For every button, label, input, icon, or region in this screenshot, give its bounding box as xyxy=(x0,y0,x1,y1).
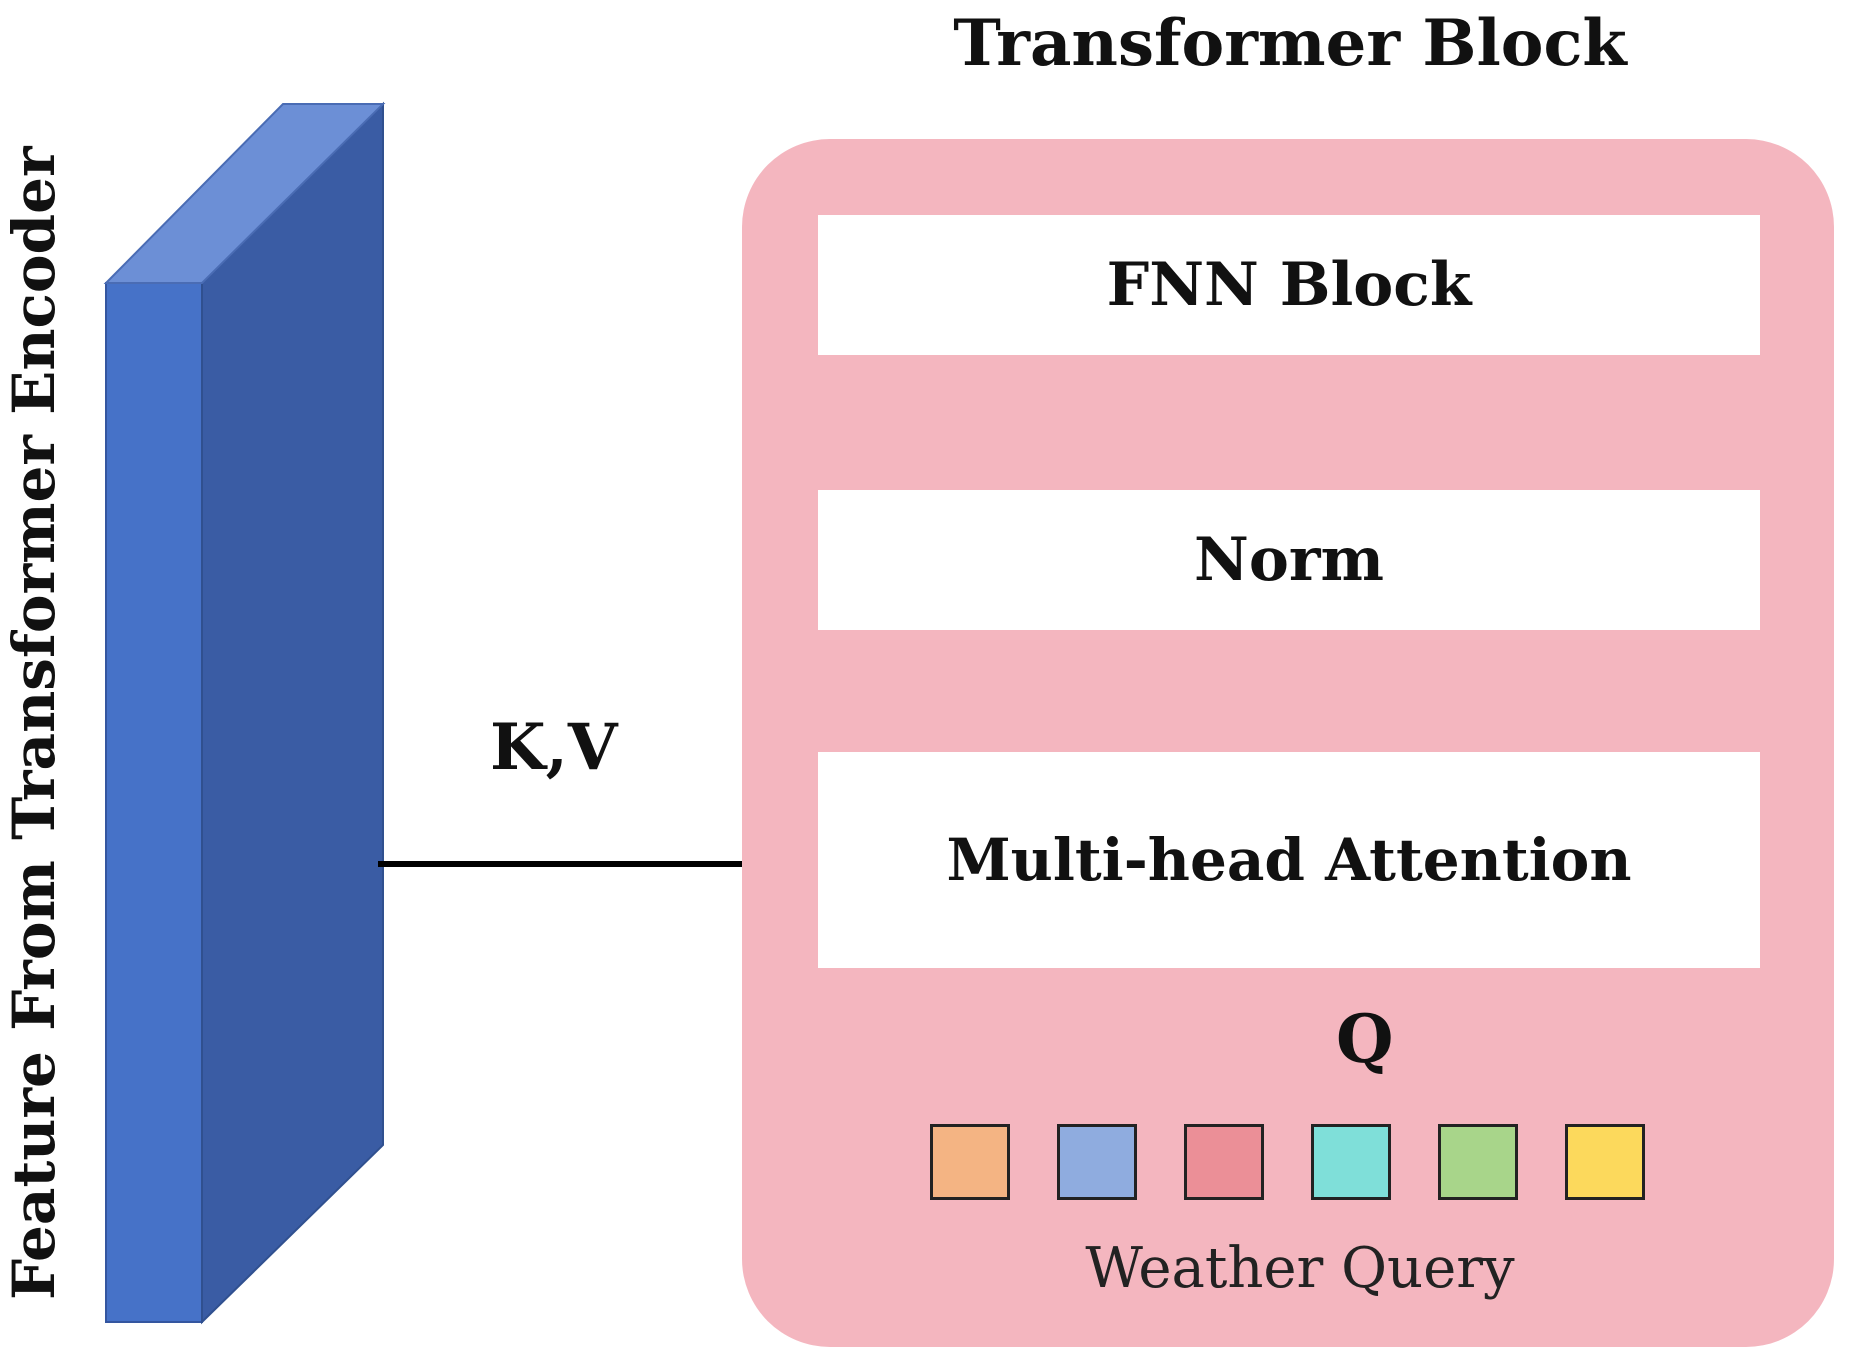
query-token-6 xyxy=(1565,1124,1645,1200)
encoder-feature-label: Feature From Transformer Encoder xyxy=(0,146,68,1300)
q-label: Q xyxy=(1336,1000,1394,1078)
query-token-4 xyxy=(1311,1124,1391,1200)
multi-head-attention-block: Multi-head Attention xyxy=(818,752,1760,968)
encoder-slab-side xyxy=(201,101,384,1325)
diagram-title: Transformer Block xyxy=(953,6,1627,81)
fnn-block: FNN Block xyxy=(818,215,1760,355)
query-token-1 xyxy=(930,1124,1010,1200)
encoder-slab-front xyxy=(105,282,203,1323)
query-token-5 xyxy=(1438,1124,1518,1200)
kv-label: K,V xyxy=(490,710,618,785)
weather-query-caption: Weather Query xyxy=(1085,1236,1515,1301)
query-token-3 xyxy=(1184,1124,1264,1200)
norm-block: Norm xyxy=(818,490,1760,630)
encoder-slab-top xyxy=(103,103,386,284)
query-token-2 xyxy=(1057,1124,1137,1200)
